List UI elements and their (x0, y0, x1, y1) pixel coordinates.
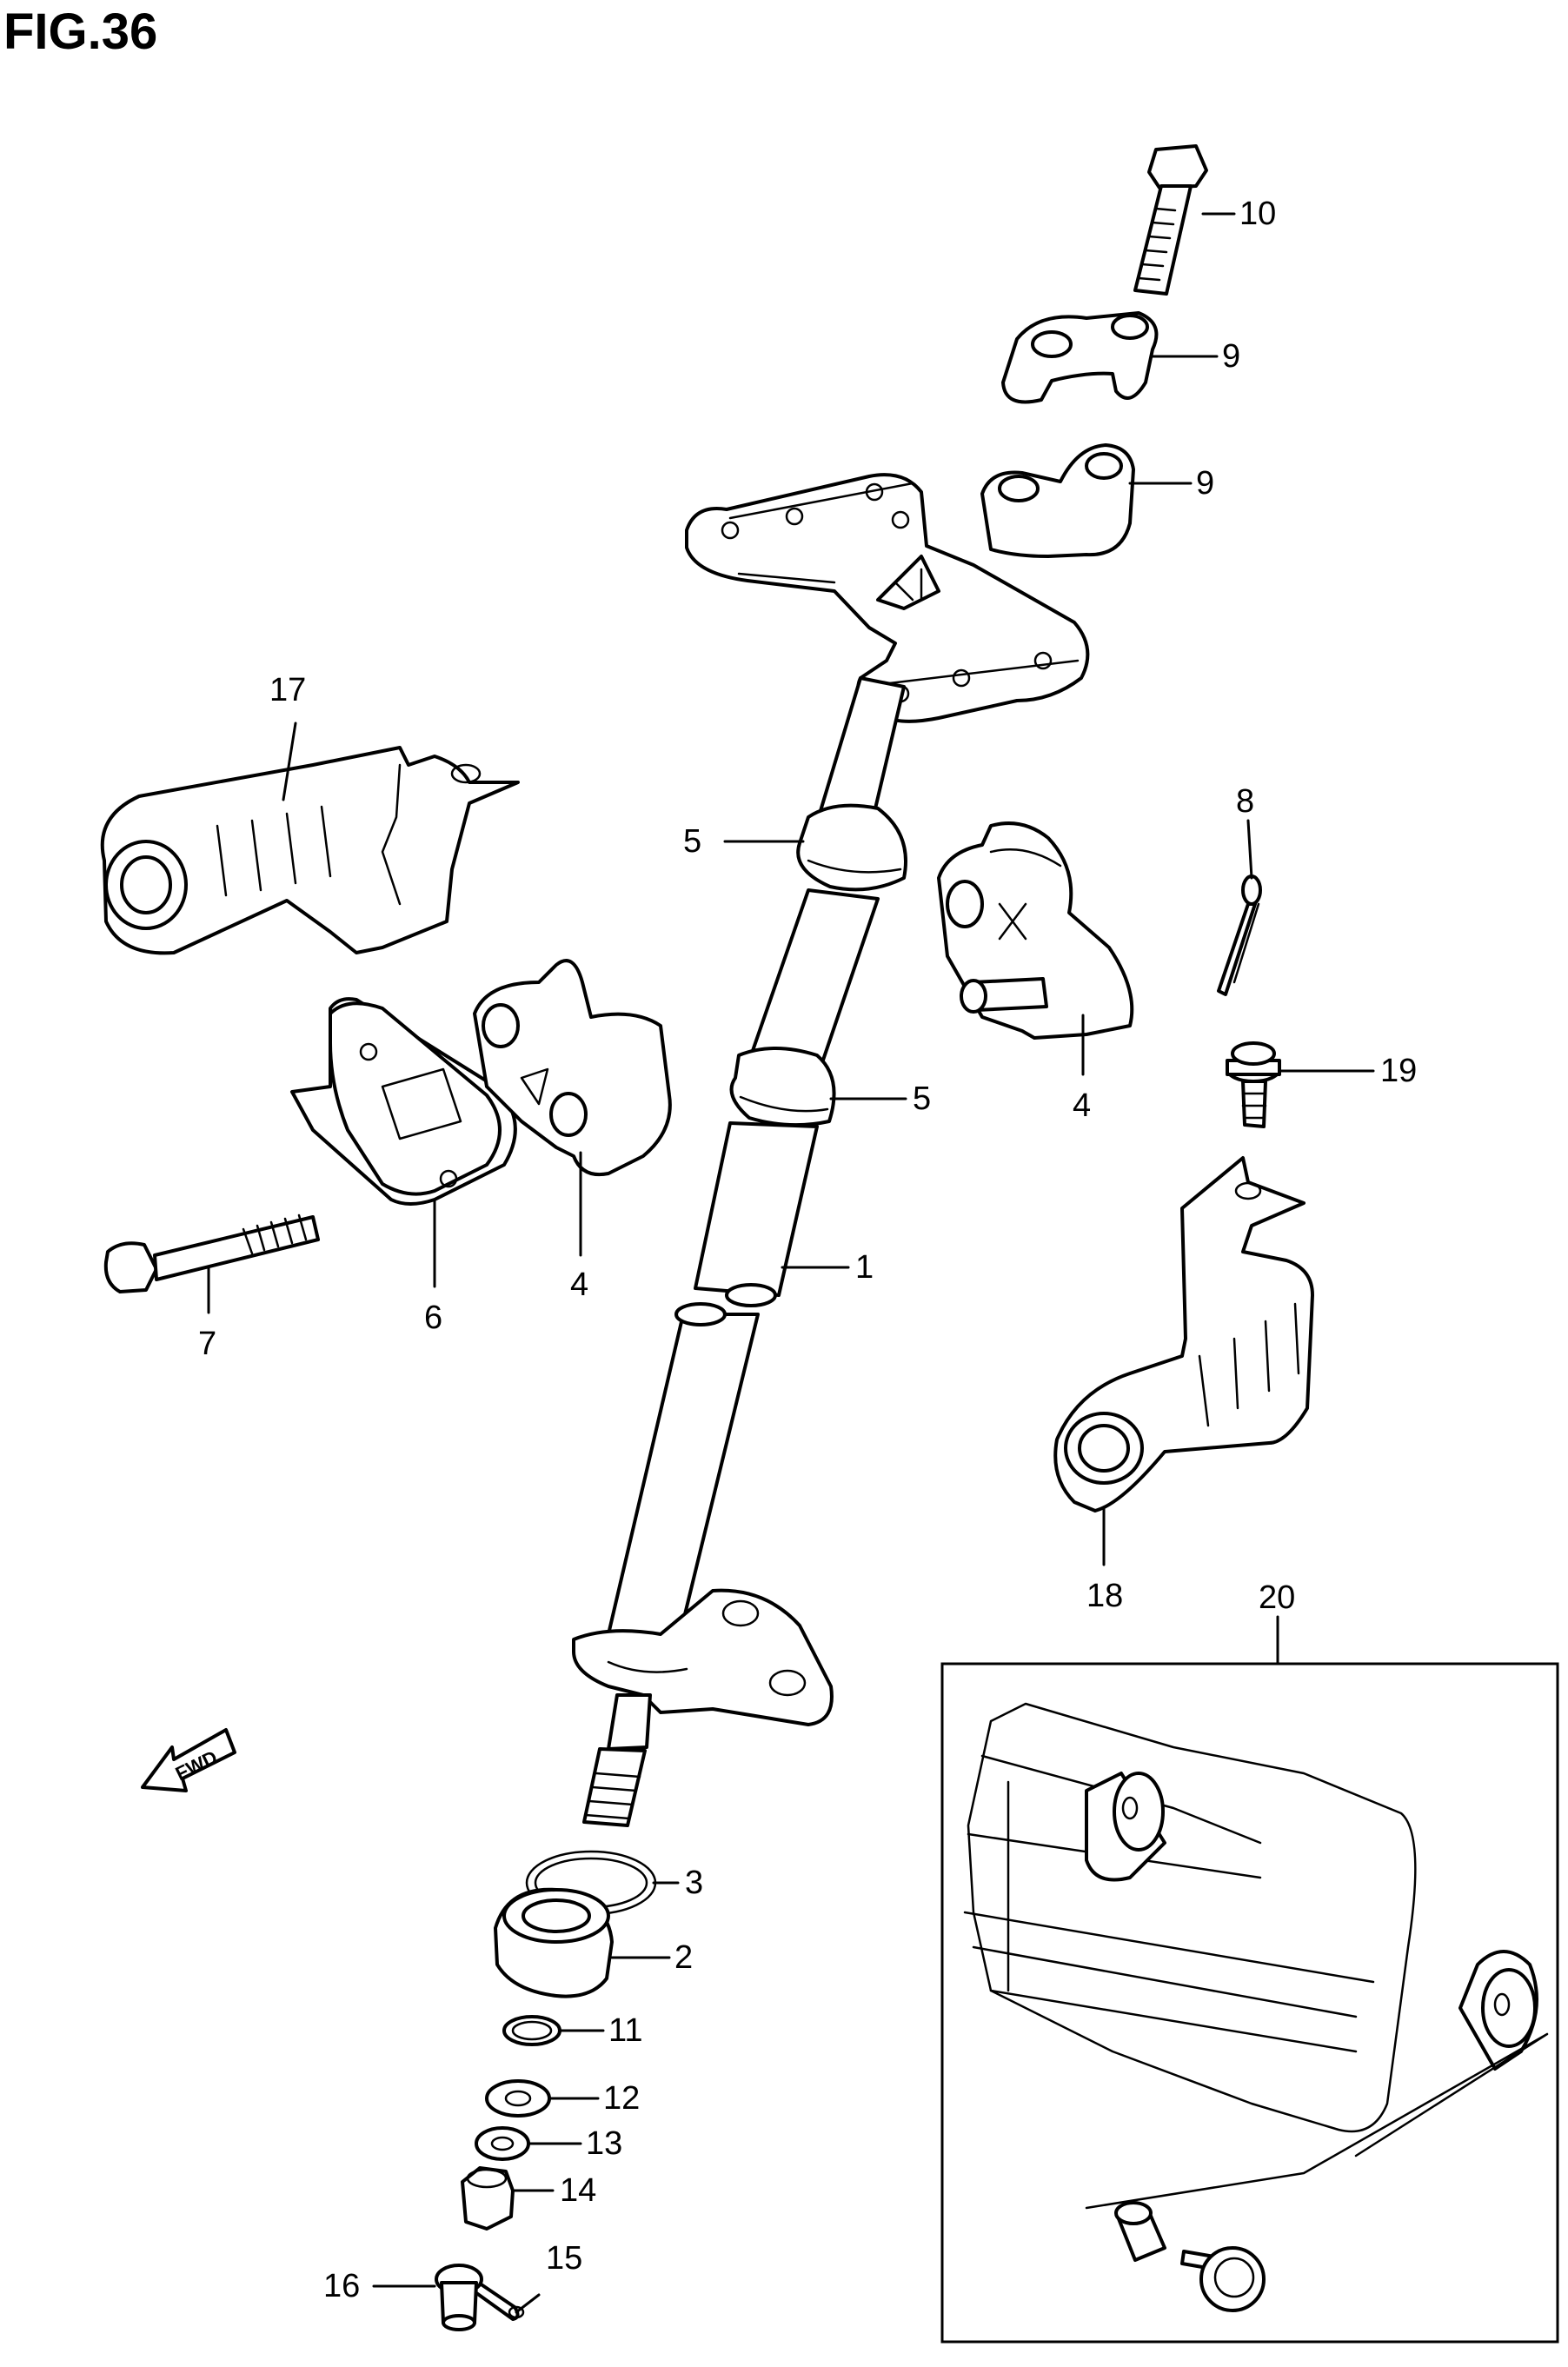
callout-8: 8 (1236, 783, 1254, 820)
part-9-upper-clamp (1001, 311, 1159, 404)
part-8-cotter-pin (1217, 874, 1262, 996)
callout-18: 18 (1086, 1578, 1123, 1614)
part-9-lower-clamp (980, 443, 1135, 558)
callout-7: 7 (198, 1326, 216, 1362)
callout-2: 2 (674, 1939, 693, 1976)
callout-5-upper: 5 (683, 823, 701, 860)
part-7-long-bolt (103, 1213, 320, 1293)
callout-1: 1 (855, 1249, 874, 1286)
callout-4-right: 4 (1073, 1087, 1091, 1124)
callout-12: 12 (603, 2080, 640, 2117)
part-11-ring (502, 2015, 561, 2046)
callout-5-lower: 5 (913, 1080, 931, 1117)
part-10-bolt (1133, 144, 1208, 296)
part-4-left-clamp (473, 959, 672, 1176)
part-2-bushing (494, 1887, 614, 1998)
part-19-small-bolt (1226, 1041, 1281, 1128)
callout-3: 3 (685, 1865, 703, 1901)
part-14-nut (461, 2166, 515, 2231)
part-16-collar (435, 2264, 483, 2331)
part-20-guard-kit (940, 1662, 1559, 2344)
callout-20: 20 (1259, 1579, 1295, 1616)
callout-4-left: 4 (570, 1267, 588, 1303)
callout-10: 10 (1239, 196, 1276, 232)
callout-17: 17 (269, 672, 306, 708)
part-4-right-clamp (937, 821, 1134, 1040)
part-1-steering-post (572, 473, 1090, 1827)
callout-6: 6 (424, 1300, 442, 1336)
callout-19: 19 (1380, 1053, 1417, 1089)
callout-14: 14 (560, 2172, 596, 2209)
callout-11: 11 (608, 2012, 642, 2049)
part-20-kit-box (940, 1662, 1559, 2344)
callout-9-lower: 9 (1196, 465, 1214, 502)
callout-13: 13 (586, 2125, 622, 2162)
callout-labels: 10 9 9 17 5 8 4 5 19 1 4 6 7 18 20 3 2 1… (198, 196, 1417, 2304)
part-13-washer (475, 2126, 530, 2161)
part-12-washer (485, 2079, 551, 2118)
callout-15: 15 (546, 2240, 582, 2277)
part-6-plate (290, 997, 517, 1206)
callout-leaders (207, 212, 1375, 2314)
fwd-arrow-icon: FWD (141, 1728, 236, 1792)
part-17-left-bracket (100, 746, 520, 955)
callout-16: 16 (323, 2268, 360, 2304)
callout-9-upper: 9 (1222, 338, 1240, 375)
figure-title: FIG.36 (3, 3, 157, 60)
part-18-right-bracket (1053, 1156, 1314, 1513)
